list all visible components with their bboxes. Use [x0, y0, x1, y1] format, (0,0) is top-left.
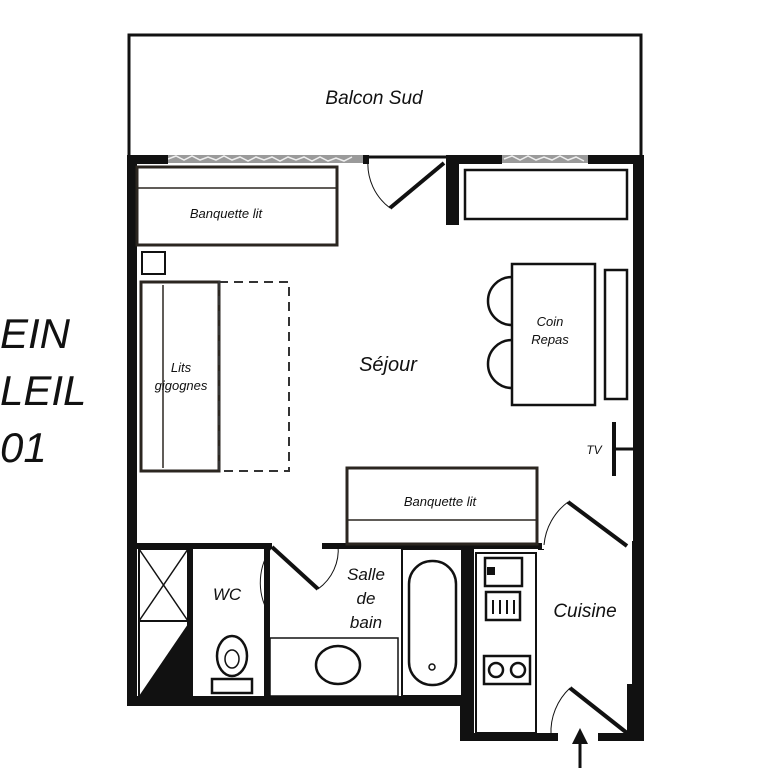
bathtub-icon — [401, 548, 463, 697]
storage-closet — [138, 548, 189, 697]
cooktop-icon — [482, 654, 532, 686]
dining-area: Coin Repas — [486, 262, 629, 407]
fridge-icon — [483, 556, 524, 588]
sofa-bed-top: Banquette lit — [135, 165, 339, 247]
south-windows — [166, 155, 588, 163]
sofa-bed-top-label: Banquette lit — [190, 206, 264, 221]
bathroom: Salle de bain — [269, 548, 463, 697]
bunk-beds-label-line-2: gigognes — [155, 378, 208, 393]
side-title: EIN LEIL 01 — [0, 310, 86, 471]
tv-label: TV — [586, 443, 602, 457]
side-title-line-2: LEIL — [0, 367, 86, 414]
top-right-cabinet — [463, 168, 629, 221]
kitchen: Cuisine — [475, 552, 617, 734]
balcony-label: Balcon Sud — [325, 88, 424, 109]
bunk-beds: Lits gigognes — [139, 280, 290, 473]
kitchen-label: Cuisine — [553, 601, 616, 622]
sofa-bed-bottom: Banquette lit — [345, 466, 539, 546]
dishwasher-icon — [484, 590, 522, 622]
side-title-line-1: EIN — [0, 310, 71, 357]
toilet-icon — [210, 634, 254, 695]
doors — [259, 159, 629, 736]
entrance-arrow-icon — [572, 728, 588, 768]
balcony: Balcon Sud — [127, 33, 643, 159]
living-room-label: Séjour — [359, 354, 418, 376]
wc-room: WC — [210, 585, 254, 695]
kitchen-counter — [475, 552, 537, 734]
bunk-beds-label-line-1: Lits — [171, 360, 192, 375]
wc-label: WC — [213, 585, 242, 604]
small-fixture — [141, 251, 166, 275]
walls — [127, 155, 644, 741]
dining-label-line-2: Repas — [531, 332, 569, 347]
tv: TV — [586, 422, 633, 476]
bathroom-label-line-2: de — [357, 589, 376, 608]
bathroom-label-line-1: Salle — [347, 565, 385, 584]
bathroom-counter — [269, 637, 399, 697]
sink-icon — [314, 644, 362, 686]
sofa-bed-bottom-label: Banquette lit — [404, 494, 478, 509]
side-title-line-3: 01 — [0, 424, 47, 471]
dining-label-line-1: Coin — [537, 314, 564, 329]
bathroom-label-line-3: bain — [350, 613, 382, 632]
